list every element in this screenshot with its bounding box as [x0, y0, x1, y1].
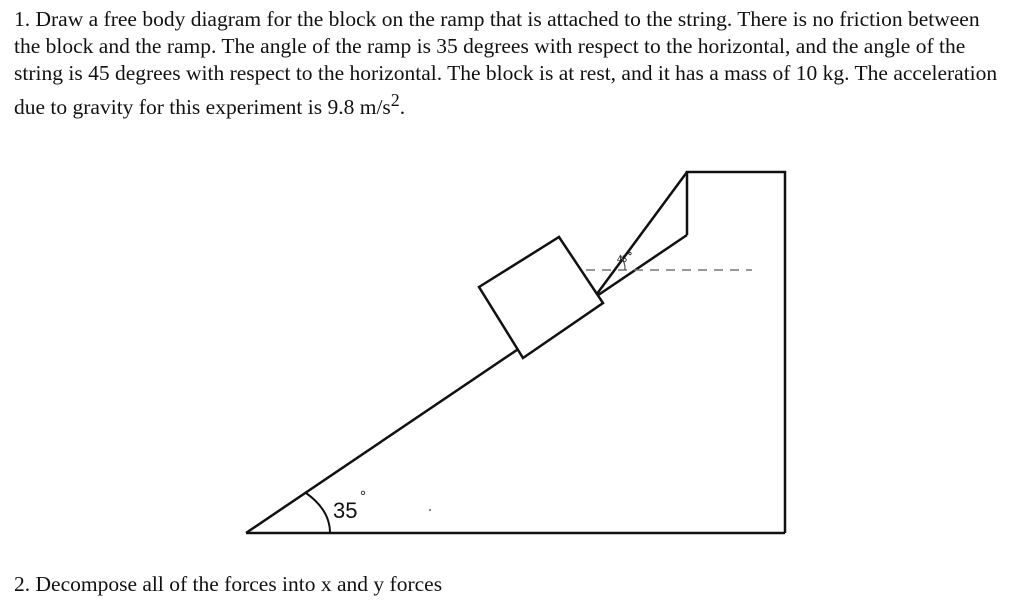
ramp-angle-degree-symbol: ° [360, 488, 366, 505]
question-2-text: 2. Decompose all of the forces into x an… [14, 572, 443, 596]
squared-superscript: 2 [390, 90, 400, 110]
string-line [586, 171, 689, 307]
speck-mark [428, 508, 432, 512]
string-angle-arc [619, 254, 626, 271]
ramp-angle-arc [305, 492, 331, 534]
string-angle-degree-symbol: ° [628, 251, 632, 262]
ramp-incline-line [245, 233, 688, 535]
wall-outline [685, 170, 787, 533]
question-1-lead: 1. Draw a free body diagram for the bloc… [14, 7, 998, 120]
question-1-text: 1. Draw a free body diagram for the bloc… [14, 6, 1010, 121]
string-angle-label: 45 [617, 254, 627, 264]
ramp-angle-label: 35 [333, 498, 357, 523]
block [477, 235, 605, 360]
question-1-tail: . [399, 95, 406, 120]
